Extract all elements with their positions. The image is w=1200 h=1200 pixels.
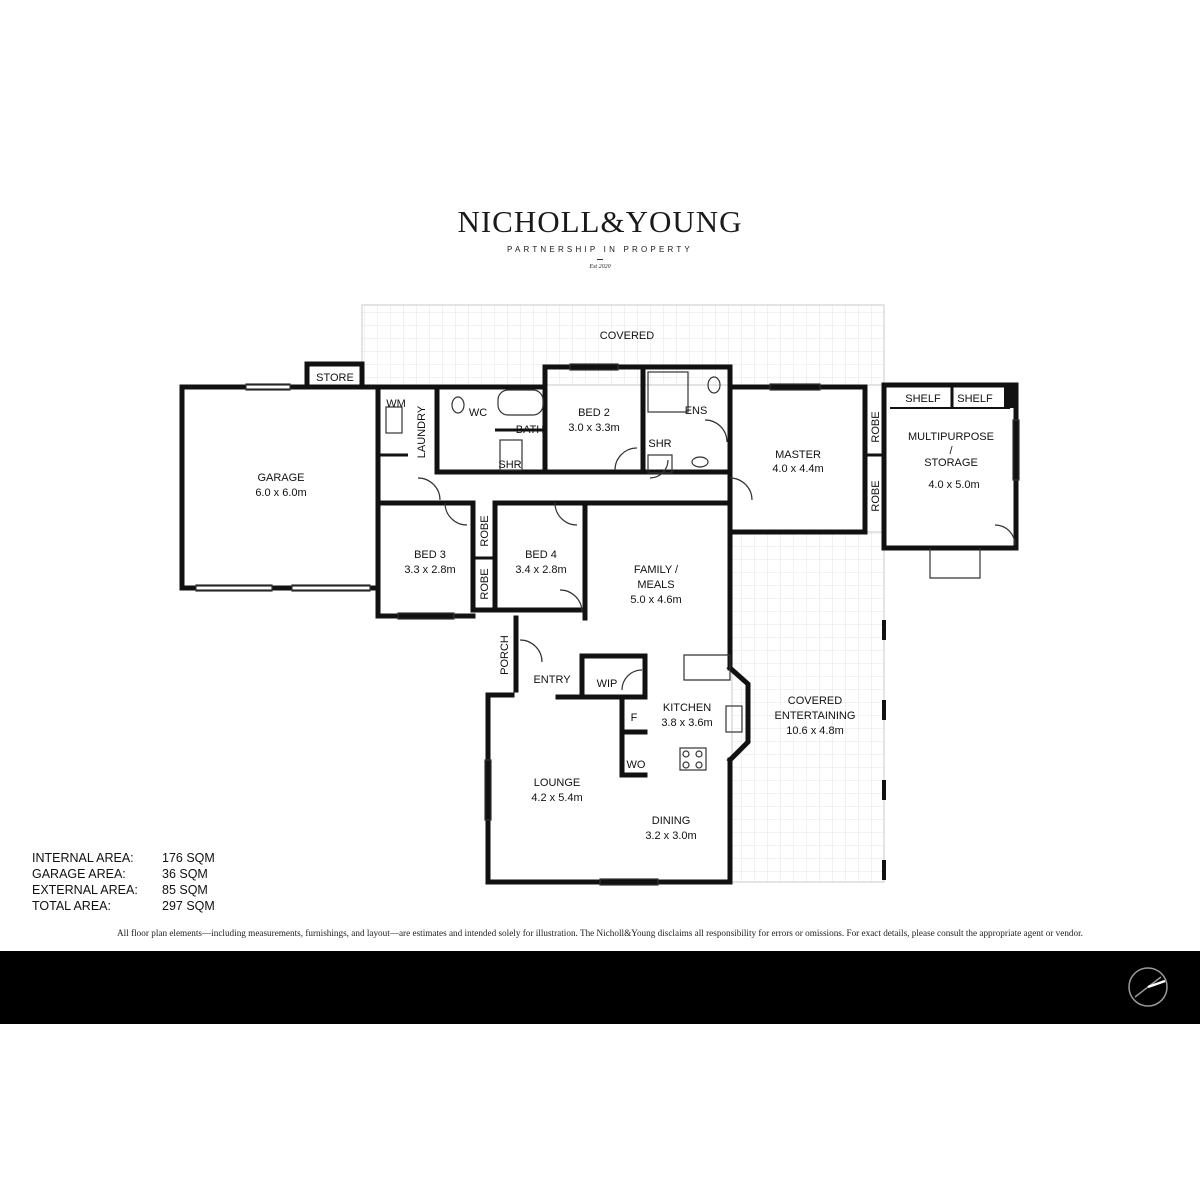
brand-tagline: PARTNERSHIP IN PROPERTY	[507, 245, 693, 254]
compass-icon	[1128, 967, 1168, 1007]
area-value: 176 SQM	[162, 851, 215, 865]
area-label: EXTERNAL AREA:	[32, 883, 138, 897]
bath-shower-label: SHR	[498, 459, 521, 471]
kitchen-size: 3.8 x 3.6m	[661, 717, 712, 729]
family-label-1: FAMILY /	[634, 564, 679, 576]
area-value: 85 SQM	[162, 883, 208, 897]
family-size: 5.0 x 4.6m	[630, 594, 681, 606]
covered-entertaining-label-1: COVERED	[788, 695, 842, 707]
brand-established: Est 2020	[589, 264, 611, 270]
lounge-size: 4.2 x 5.4m	[531, 792, 582, 804]
covered-entertaining-size: 10.6 x 4.8m	[786, 725, 843, 737]
area-value: 36 SQM	[162, 867, 208, 881]
covered-top-label: COVERED	[600, 330, 654, 342]
multipurpose-label-3: STORAGE	[924, 457, 978, 469]
disclaimer-text: All floor plan elements—including measur…	[117, 928, 1083, 938]
covered-entertaining-area	[731, 531, 885, 883]
family-label-2: MEALS	[637, 579, 674, 591]
shelf-label-1: SHELF	[905, 393, 941, 405]
brand-divider	[597, 259, 603, 260]
garage-size: 6.0 x 6.0m	[255, 487, 306, 499]
ens-shower-label: SHR	[648, 438, 671, 450]
master-size: 4.0 x 4.4m	[772, 463, 823, 475]
bed4-label: BED 4	[525, 549, 557, 561]
kitchen-label: KITCHEN	[663, 702, 711, 714]
bed2-label: BED 2	[578, 407, 610, 419]
store-label: STORE	[316, 372, 354, 384]
dining-label: DINING	[652, 815, 691, 827]
robe-bed-label-2: ROBE	[479, 568, 491, 599]
brand-header: NICHOLL&YOUNG PARTNERSHIP IN PROPERTY Es…	[0, 204, 1200, 271]
wc-label: WC	[469, 407, 487, 419]
multipurpose-label-1: MULTIPURPOSE	[908, 431, 994, 443]
walls	[179, 361, 1019, 885]
wall-oven-label: WO	[627, 759, 646, 771]
bed3-size: 3.3 x 2.8m	[404, 564, 455, 576]
covered-entertaining-label-2: ENTERTAINING	[775, 710, 856, 722]
area-row-internal: INTERNAL AREA: 176 SQM	[32, 850, 215, 866]
garage-label: GARAGE	[257, 472, 304, 484]
wm-label: WM	[386, 398, 406, 410]
bed3-label: BED 3	[414, 549, 446, 561]
bath-label: BATH	[516, 424, 545, 436]
shelf-label-2: SHELF	[957, 393, 993, 405]
footer-bar	[0, 951, 1200, 1024]
wip-label: WIP	[597, 678, 618, 690]
lounge-label: LOUNGE	[534, 777, 580, 789]
ens-label: ENS	[685, 405, 708, 417]
area-row-garage: GARAGE AREA: 36 SQM	[32, 866, 215, 882]
fridge-label: F	[631, 712, 638, 724]
area-row-total: TOTAL AREA: 297 SQM	[32, 898, 215, 914]
covered-area-top	[361, 304, 885, 386]
area-summary: INTERNAL AREA: 176 SQM GARAGE AREA: 36 S…	[32, 850, 215, 914]
bed4-size: 3.4 x 2.8m	[515, 564, 566, 576]
robe-master-label-2: ROBE	[870, 480, 882, 511]
robe-bed-label-1: ROBE	[479, 515, 491, 546]
area-value: 297 SQM	[162, 899, 215, 913]
area-row-external: EXTERNAL AREA: 85 SQM	[32, 882, 215, 898]
multipurpose-size: 4.0 x 5.0m	[928, 479, 979, 491]
multipurpose-label-2: /	[949, 445, 953, 457]
bed2-size: 3.0 x 3.3m	[568, 422, 619, 434]
master-label: MASTER	[775, 449, 821, 461]
area-label: INTERNAL AREA:	[32, 851, 134, 865]
area-label: GARAGE AREA:	[32, 867, 126, 881]
area-label: TOTAL AREA:	[32, 899, 111, 913]
porch-label: PORCH	[499, 635, 511, 675]
entry-label: ENTRY	[533, 674, 571, 686]
laundry-label: LAUNDRY	[416, 405, 428, 458]
dining-size: 3.2 x 3.0m	[645, 830, 696, 842]
robe-master-label-1: ROBE	[870, 411, 882, 442]
brand-logo: NICHOLL&YOUNG	[457, 204, 743, 239]
